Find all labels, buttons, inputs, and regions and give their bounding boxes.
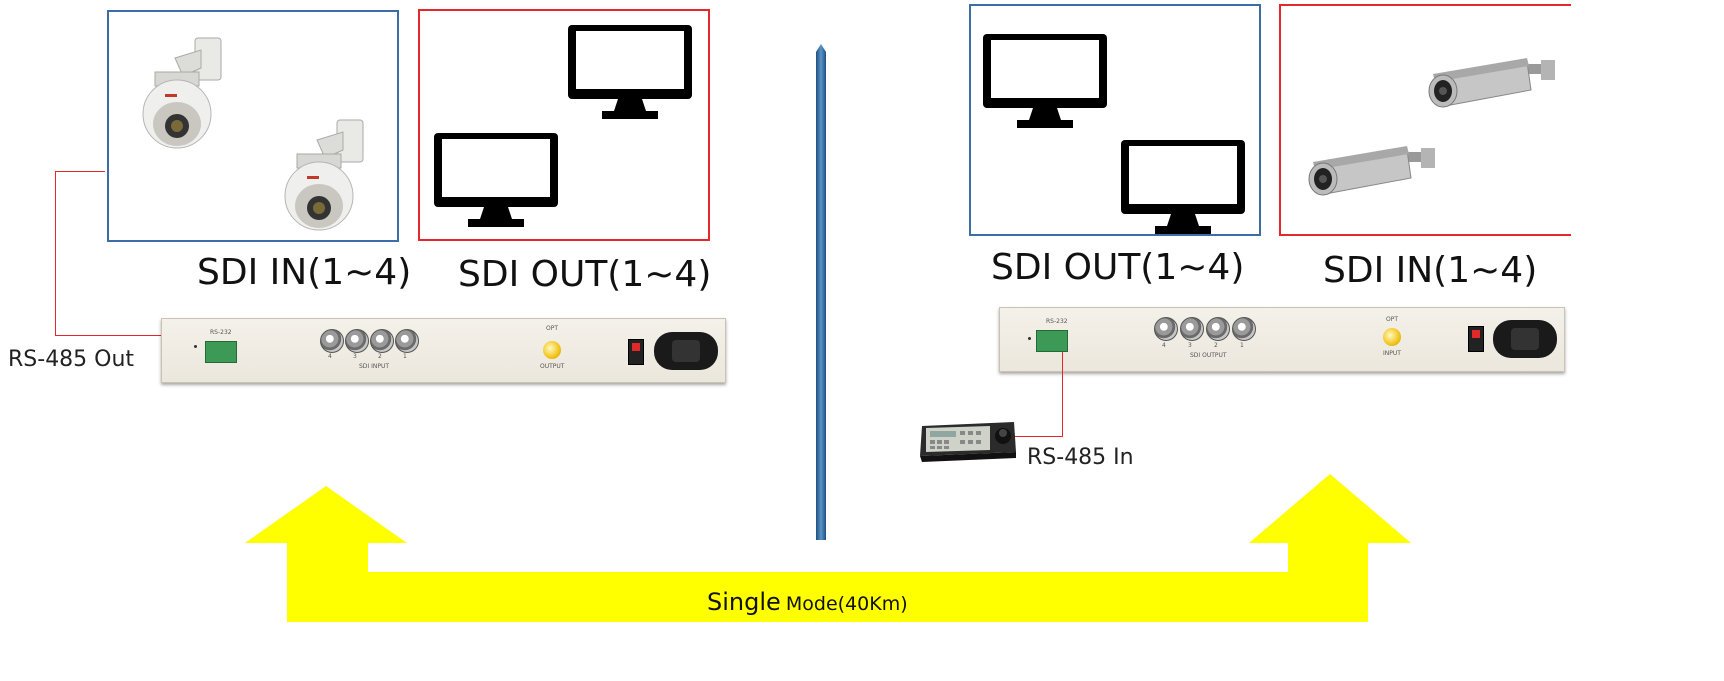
left-rs485-wire: [55, 171, 105, 172]
bnc-connector: [1232, 317, 1256, 341]
bnc-number: 1: [403, 353, 407, 360]
left-sdi-out-label: SDI OUT(1~4): [458, 254, 712, 295]
right-panel-terminal-text: RS-232: [1046, 318, 1068, 325]
right-rs485-wire: [1062, 352, 1063, 437]
bullet-camera-icon: [1428, 58, 1555, 108]
left-rs485-wire: [55, 171, 56, 336]
left-power-switch: [628, 339, 644, 365]
left-monitors-box: [418, 9, 710, 241]
bnc-connector: [320, 329, 344, 353]
monitor-icon: [568, 25, 692, 119]
ptz-dome-camera-icon: [142, 37, 222, 149]
bullet-camera-icon: [1308, 146, 1435, 196]
left-led-bottom-text: OUTPUT: [540, 363, 565, 370]
bnc-connector: [395, 329, 419, 353]
bnc-number: 4: [328, 353, 332, 360]
right-monitors-box: [969, 4, 1261, 236]
right-receiver-panel: RS-232 4 3 2 1 SDI OUTPUT OPT INPUT: [999, 307, 1565, 372]
right-power-switch: [1468, 326, 1484, 352]
left-rs485-wire: [55, 335, 163, 336]
bnc-connector: [1180, 317, 1204, 341]
ptz-dome-camera-icon: [284, 119, 364, 231]
right-rs485-wire: [1010, 436, 1063, 437]
bnc-number: 3: [1188, 342, 1192, 349]
right-rs485-label: RS-485 In: [1027, 445, 1134, 470]
left-panel-terminal-text: RS-232: [210, 329, 232, 336]
left-panel-input-text: SDI INPUT: [359, 363, 390, 370]
left-rs485-label: RS-485 Out: [8, 347, 135, 372]
bnc-connector: [345, 329, 369, 353]
bnc-connector: [370, 329, 394, 353]
bnc-number: 1: [1240, 342, 1244, 349]
fiber-link-label: Single Mode(40Km): [707, 588, 908, 616]
right-cameras-box: [1279, 4, 1571, 236]
mount-hole: [194, 345, 197, 348]
right-power-socket: [1493, 320, 1557, 358]
left-cameras-box: [107, 10, 399, 242]
left-sdi-in-label: SDI IN(1~4): [197, 252, 412, 293]
site-divider: [816, 44, 826, 540]
monitor-icon: [983, 34, 1107, 128]
left-transmitter-panel: RS-232 4 3 2 1 SDI INPUT OPT OUTPUT: [161, 318, 726, 383]
right-sdi-in-label: SDI IN(1~4): [1323, 250, 1538, 291]
ptz-keyboard-controller-icon: [920, 422, 1016, 462]
right-led-top-text: OPT: [1386, 316, 1399, 323]
bnc-number: 3: [353, 353, 357, 360]
right-panel-output-text: SDI OUTPUT: [1190, 352, 1227, 359]
mount-hole: [1028, 337, 1031, 340]
right-sdi-out-label: SDI OUT(1~4): [991, 247, 1245, 288]
bnc-number: 2: [1214, 342, 1218, 349]
fiber-link-label-main: Single: [707, 588, 781, 616]
bnc-number: 2: [378, 353, 382, 360]
left-opt-led: [543, 341, 561, 359]
right-rs485-terminal: [1036, 330, 1068, 352]
right-led-bottom-text: INPUT: [1383, 350, 1401, 357]
left-power-socket: [654, 332, 718, 370]
right-opt-led: [1383, 328, 1401, 346]
bnc-connector: [1154, 317, 1178, 341]
fiber-link-label-sub: Mode(40Km): [785, 593, 908, 615]
left-rs485-terminal: [205, 341, 237, 363]
bnc-connector: [1206, 317, 1230, 341]
left-led-top-text: OPT: [546, 325, 559, 332]
bnc-number: 4: [1162, 342, 1166, 349]
monitor-icon: [434, 133, 558, 227]
monitor-icon: [1121, 140, 1245, 234]
